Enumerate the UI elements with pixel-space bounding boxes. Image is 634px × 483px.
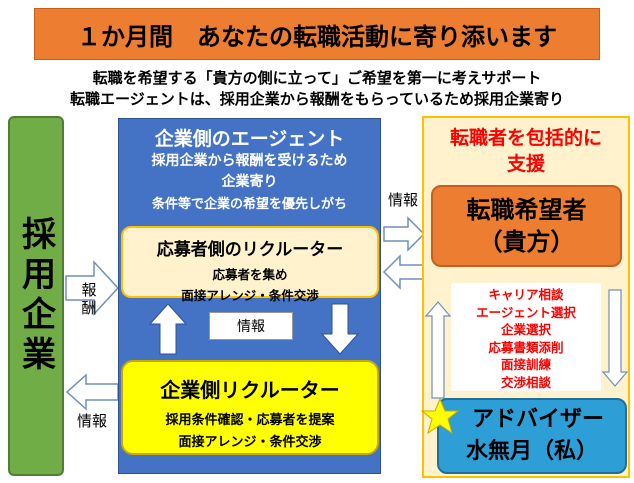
up-arrow bbox=[148, 303, 188, 355]
agent-panel-title: 企業側のエージェント bbox=[154, 128, 345, 150]
info-arrow-right bbox=[383, 216, 426, 252]
service-item: 交渉相談 bbox=[500, 374, 551, 390]
company-recruiter-title: 企業側リクルーター bbox=[160, 378, 340, 402]
candidate-label: 転職希望者 bbox=[466, 196, 587, 224]
middle-info-label: 情報 bbox=[209, 312, 293, 340]
employer-box: 採用企業 bbox=[8, 116, 64, 476]
agent-desc-3: 条件等で企業の希望を優先しがち bbox=[151, 197, 347, 212]
applicant-recruiter-line-2: 面接アレンジ・条件交渉 bbox=[181, 288, 319, 303]
right-up-arrow bbox=[424, 301, 452, 399]
service-list: キャリア相談 エージェント選択 企業選択 応募書類添削 面接訓練 交渉相談 bbox=[451, 283, 601, 391]
info-arrow-left bbox=[65, 373, 119, 411]
employer-label: 採用企業 bbox=[15, 216, 56, 376]
agent-desc-1: 採用企業から報酬を受けるため bbox=[151, 153, 348, 169]
company-recruiter-line-2: 面接アレンジ・条件交渉 bbox=[178, 435, 322, 450]
company-recruiter-line-1: 採用条件確認・応募者を提案 bbox=[165, 413, 335, 428]
service-item: エージェント選択 bbox=[476, 304, 576, 320]
service-item: 応募書類添削 bbox=[488, 339, 564, 355]
info-label-left: 情報 bbox=[76, 412, 107, 430]
info-label-right: 情報 bbox=[387, 191, 418, 209]
advisor-box: アドバイザー 水無月（私） bbox=[437, 398, 627, 474]
feedback-arrow-left bbox=[382, 254, 425, 290]
support-panel-title: 転職者を包括的に 支援 bbox=[449, 127, 602, 175]
service-item: キャリア相談 bbox=[488, 287, 564, 302]
agent-desc-2: 企業寄り bbox=[221, 174, 278, 190]
applicant-recruiter-line-1: 応募者を集め bbox=[212, 267, 288, 282]
reward-arrow bbox=[65, 260, 120, 316]
reward-label: 報酬 bbox=[81, 281, 97, 317]
advisor-label: アドバイザー bbox=[471, 407, 604, 432]
down-arrow bbox=[320, 303, 360, 355]
company-recruiter-box: 企業側リクルーター 採用条件確認・応募者を提案 面接アレンジ・条件交渉 bbox=[121, 360, 379, 455]
candidate-box: 転職希望者 （貴方） bbox=[431, 185, 622, 267]
service-item: 企業選択 bbox=[500, 322, 551, 337]
advisor-name: 水無月（私） bbox=[465, 439, 598, 464]
star-icon bbox=[420, 398, 460, 435]
subtitle-line-2: 転職エージェントは、採用企業から報酬をもらっているため採用企業寄り bbox=[70, 90, 564, 108]
candidate-sublabel: （貴方） bbox=[478, 228, 575, 256]
page-title: １か月間 あなたの転職活動に寄り添います bbox=[34, 8, 600, 60]
right-down-arrow bbox=[601, 289, 629, 387]
subtitle-line-1: 転職を希望する「貴方の側に立って」ご希望を第一に考えサポート bbox=[92, 69, 542, 87]
applicant-recruiter-title: 応募者側のリクルーター bbox=[156, 240, 344, 260]
service-item: 面接訓練 bbox=[500, 357, 551, 372]
applicant-recruiter-box: 応募者側のリクルーター 応募者を集め 面接アレンジ・条件交渉 bbox=[121, 226, 379, 303]
